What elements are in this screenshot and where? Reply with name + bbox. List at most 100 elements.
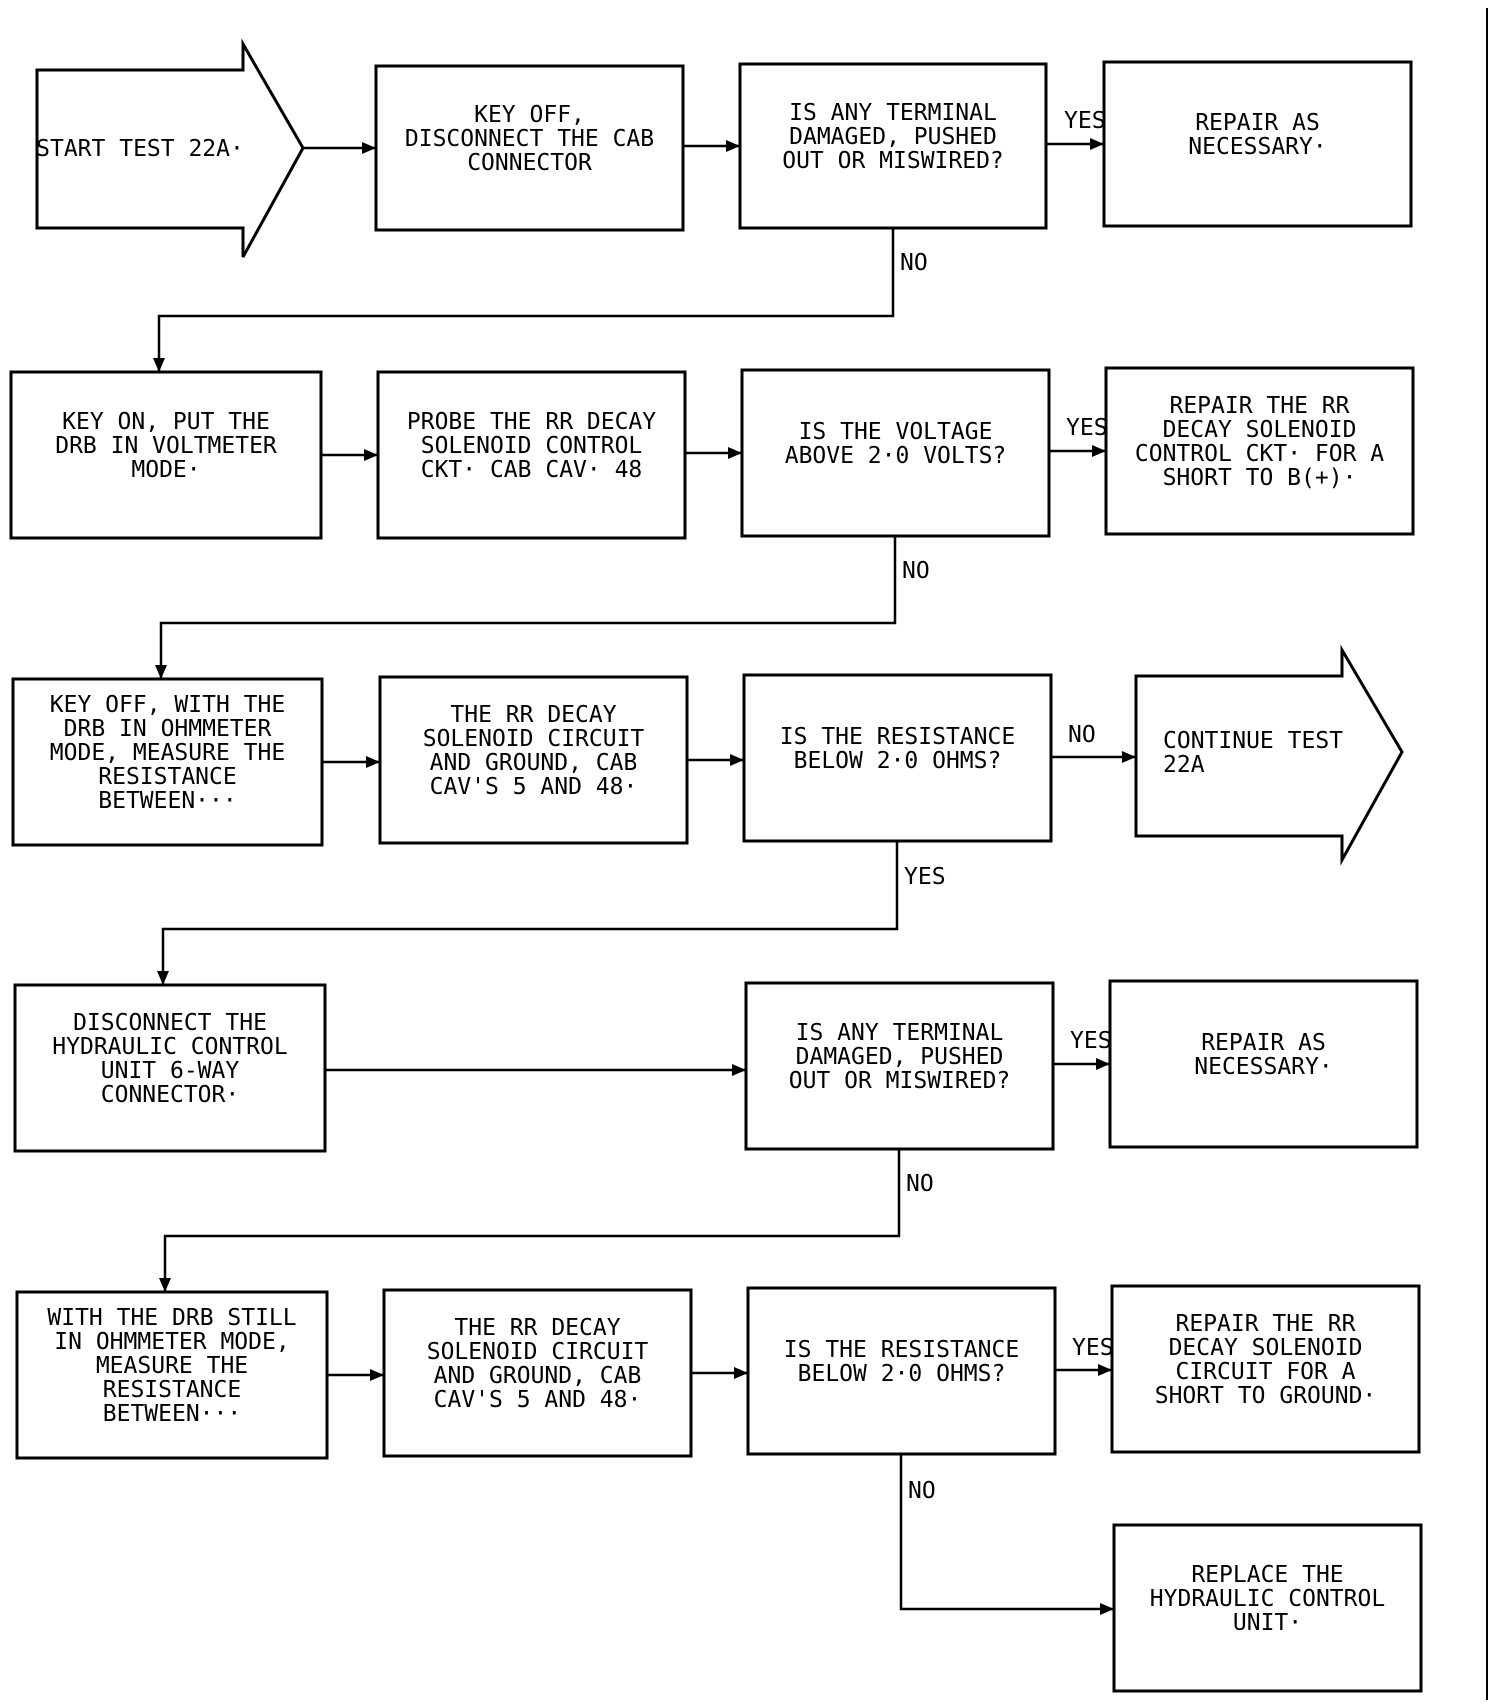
node-text-line: DRB IN OHMMETER <box>64 716 272 742</box>
flow-box-r5c4 <box>1110 1284 1421 1454</box>
node-text-line: SOLENOID CONTROL <box>421 433 643 459</box>
yes-label: YES <box>1070 1028 1112 1054</box>
box-outline <box>740 368 1051 538</box>
box-outline <box>1102 60 1413 228</box>
connector-r1c3-no <box>157 228 895 372</box>
arrowhead <box>728 447 742 459</box>
arrowhead <box>364 449 378 461</box>
node-text-line: THE RR DECAY <box>450 702 616 728</box>
connector-r5c3-no <box>899 1454 1114 1611</box>
node-text-line: CIRCUIT FOR A <box>1175 1359 1355 1385</box>
node-text-start: START TEST 22A· <box>36 136 244 162</box>
continue-arrow <box>1134 644 1404 866</box>
node-text-line: KEY OFF, <box>474 102 585 128</box>
node-text-line: AND GROUND, CAB <box>430 750 638 776</box>
no-label: NO <box>900 250 928 276</box>
node-text-line: 22A <box>1163 752 1205 778</box>
yes-label: YES <box>904 864 946 890</box>
yes-label: YES <box>1064 108 1106 134</box>
node-text-line: BELOW 2·0 OHMS? <box>798 1361 1006 1387</box>
node-text-line: NECESSARY· <box>1188 134 1326 160</box>
box-outline <box>1110 1284 1421 1454</box>
box-outline <box>1104 366 1415 536</box>
arrowhead <box>1096 1058 1110 1070</box>
node-text-line: BELOW 2·0 OHMS? <box>794 748 1002 774</box>
node-text-line: MEASURE THE <box>96 1353 248 1379</box>
node-text-line: IS THE VOLTAGE <box>799 419 993 445</box>
arrow-outline <box>35 38 305 258</box>
node-text-line: MODE, MEASURE THE <box>50 740 285 766</box>
node-text-line: OUT OR MISWIRED? <box>782 148 1004 174</box>
yes-label: YES <box>1072 1335 1114 1361</box>
flow-box-r3c1 <box>11 677 324 847</box>
box-outline <box>1108 979 1419 1149</box>
node-text-line: REPAIR THE RR <box>1169 393 1349 419</box>
node-text-line: SOLENOID CIRCUIT <box>423 726 645 752</box>
box-outline <box>746 1286 1057 1456</box>
node-text-line: HYDRAULIC CONTROL <box>52 1034 287 1060</box>
flow-box-r2c3 <box>740 368 1051 538</box>
node-text-line: DECAY SOLENOID <box>1169 1335 1363 1361</box>
node-text-line: RESISTANCE <box>103 1377 241 1403</box>
node-text-line: IS ANY TERMINAL <box>789 100 997 126</box>
box-outline <box>378 675 689 845</box>
connector-r4c3-no <box>163 1149 901 1292</box>
node-text-line: REPAIR THE RR <box>1175 1311 1355 1337</box>
arrowhead <box>1100 1603 1114 1615</box>
node-text-line: KEY OFF, WITH THE <box>50 692 285 718</box>
arrowhead <box>366 756 380 768</box>
node-text-line: IS THE RESISTANCE <box>784 1337 1019 1363</box>
node-text-line: DRB IN VOLTMETER <box>55 433 277 459</box>
flow-box-r1c4 <box>1102 60 1413 228</box>
box-outline <box>382 1288 693 1458</box>
flow-box-r4c4 <box>1108 979 1419 1149</box>
node-text-line: CAV'S 5 AND 48· <box>434 1387 642 1413</box>
arrowhead <box>726 140 740 152</box>
node-text-line: SHORT TO GROUND· <box>1155 1383 1377 1409</box>
node-text-line: REPAIR AS <box>1195 110 1320 136</box>
box-outline <box>13 983 327 1153</box>
arrowhead <box>157 971 169 985</box>
arrowhead <box>155 665 167 679</box>
box-outline <box>15 1290 329 1460</box>
flow-box-r3c2 <box>378 675 689 845</box>
arrowhead <box>1122 751 1136 763</box>
yes-label: YES <box>1066 415 1108 441</box>
node-text-line: CONTINUE TEST <box>1163 728 1343 754</box>
node-text-line: BETWEEN··· <box>98 788 236 814</box>
no-label: NO <box>908 1478 936 1504</box>
flow-box-r1c2 <box>374 64 685 232</box>
arrowhead <box>153 358 165 372</box>
flow-box-r5c3 <box>746 1286 1057 1456</box>
node-text-line: HYDRAULIC CONTROL <box>1150 1586 1385 1612</box>
node-text-line: RESISTANCE <box>98 764 236 790</box>
node-text-line: REPLACE THE <box>1191 1562 1343 1588</box>
node-text-line: ABOVE 2·0 VOLTS? <box>785 443 1007 469</box>
node-text-line: KEY ON, PUT THE <box>62 409 270 435</box>
arrowhead <box>1092 445 1106 457</box>
arrowhead <box>1098 1364 1112 1376</box>
connector-r3c3-yes <box>161 841 899 985</box>
node-text-line: NECESSARY· <box>1194 1054 1332 1080</box>
flow-box-r6c4 <box>1112 1523 1423 1693</box>
arrowhead <box>730 754 744 766</box>
node-text-line: START TEST 22A· <box>36 136 244 162</box>
node-text-line: DISCONNECT THE CAB <box>405 126 654 152</box>
node-text-line: DECAY SOLENOID <box>1163 417 1357 443</box>
node-text-line: OUT OR MISWIRED? <box>789 1068 1011 1094</box>
